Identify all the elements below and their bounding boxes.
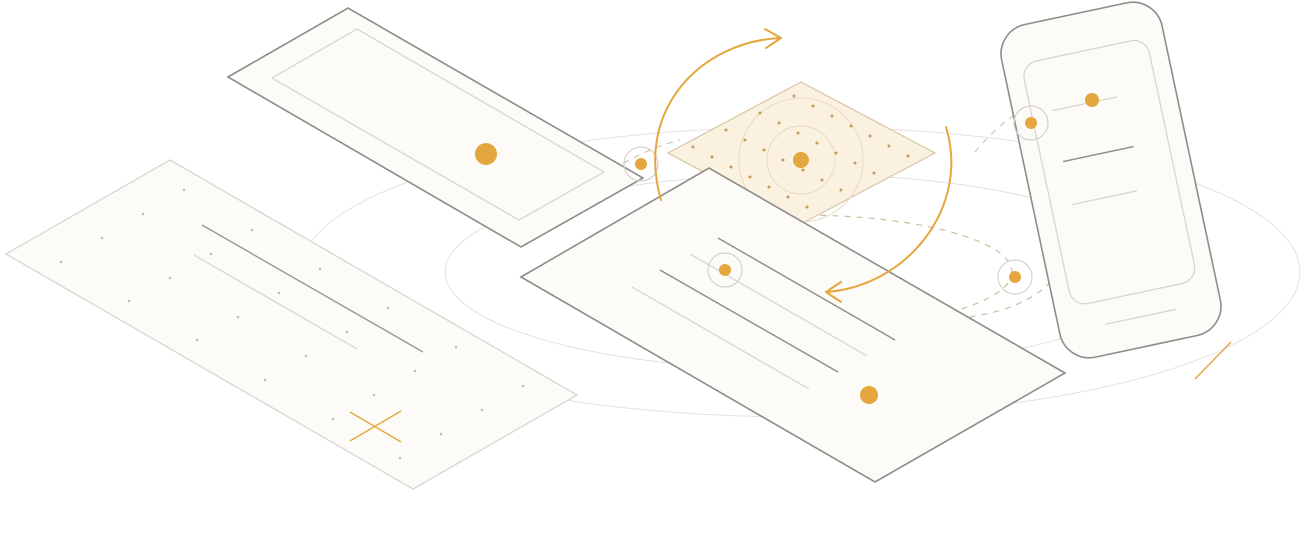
phone-dot [1085,93,1099,107]
document-sheet-top [226,7,645,248]
sheet-top-dot [475,143,497,165]
sync-arrow-bottom-head [825,281,842,303]
sync-arrow-top-head [764,28,782,49]
phone-device [1000,1,1222,359]
sheet-left-lines [193,224,424,353]
sync-node-center [707,252,743,288]
tile-center-dot [793,152,809,168]
phone-screen [1023,39,1196,305]
document-sheet-left [4,159,579,490]
tile-dots [691,94,910,209]
sheet-left-dots [59,188,525,460]
orbit-dashed-arc-topleft [584,139,681,193]
accent-stroke [1194,341,1232,380]
sync-arrows-icon [654,28,953,303]
sync-nodes [623,105,1049,295]
orbit-dashed-arc-top [974,96,1069,153]
sync-node-left [623,146,659,182]
cross-marker-icon [349,410,402,443]
sync-node-right [997,259,1033,295]
sync-arrow-top [654,37,781,201]
tile-ring-inner [766,125,836,195]
sync-arrow-bottom [826,126,953,293]
sync-node-phone [1013,105,1049,141]
sheet-bottom-dot [860,386,878,404]
